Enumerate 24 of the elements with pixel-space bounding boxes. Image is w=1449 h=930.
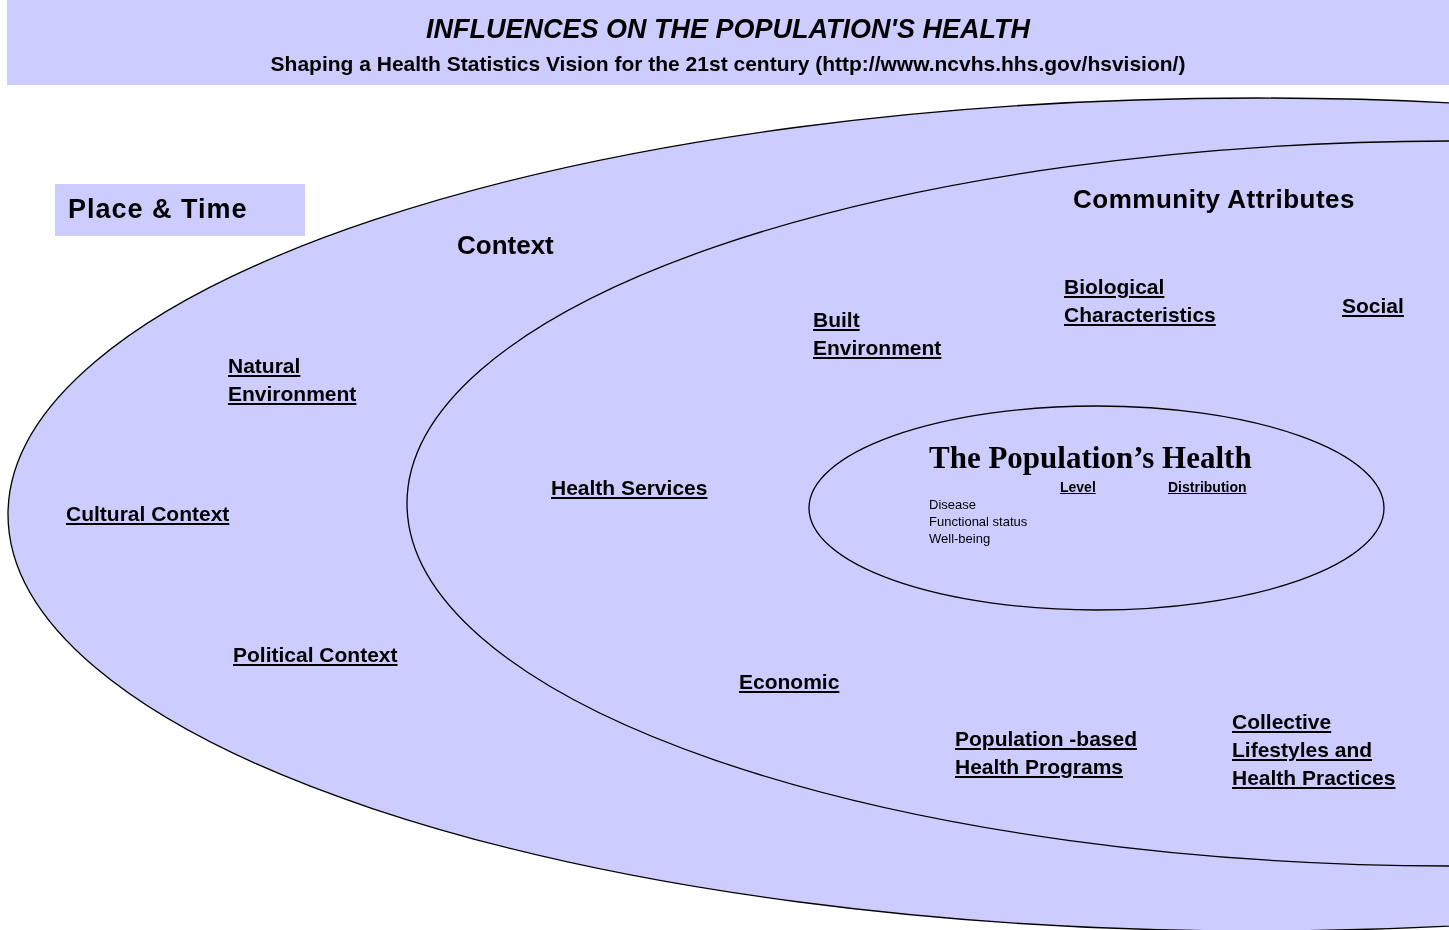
factor-label: Collective Lifestyles and Health Practices <box>1232 709 1397 791</box>
title-text: INFLUENCES ON THE POPULATION'S HEALTH <box>425 14 1032 45</box>
factor-label: Economic <box>739 669 840 695</box>
factor-label: Cultural Context <box>66 501 230 527</box>
column-heading: Distribution <box>1168 479 1247 495</box>
label-box <box>55 184 305 236</box>
header-band <box>7 0 1449 85</box>
subtitle-text: Shaping a Health Statistics Vision for the 21st century (http://www.ncvhs.hhs.gov/hsvision/) <box>269 52 1187 76</box>
list-item: Functional status <box>929 514 1028 529</box>
factor-label: Political Context <box>233 642 398 668</box>
factor-label: Health Services <box>551 475 708 501</box>
inner-ellipse <box>808 405 1385 611</box>
heading-text: Community Attributes <box>1073 184 1356 215</box>
factor-label: Population -based Health Programs <box>955 726 1138 780</box>
list-item: Well-being <box>929 531 991 546</box>
list-item: Disease <box>929 497 976 512</box>
heading-text: Context <box>457 230 554 261</box>
factor-label: Natural Environment <box>228 353 358 407</box>
factor-label: Biological Characteristics <box>1064 274 1217 328</box>
heading-text: The Population’s Health <box>929 440 1252 476</box>
column-heading: Level <box>1060 479 1096 495</box>
heading-text: Place & Time <box>68 194 248 225</box>
factor-label: Social <box>1342 293 1404 319</box>
factor-label: Built Environment <box>813 307 943 361</box>
